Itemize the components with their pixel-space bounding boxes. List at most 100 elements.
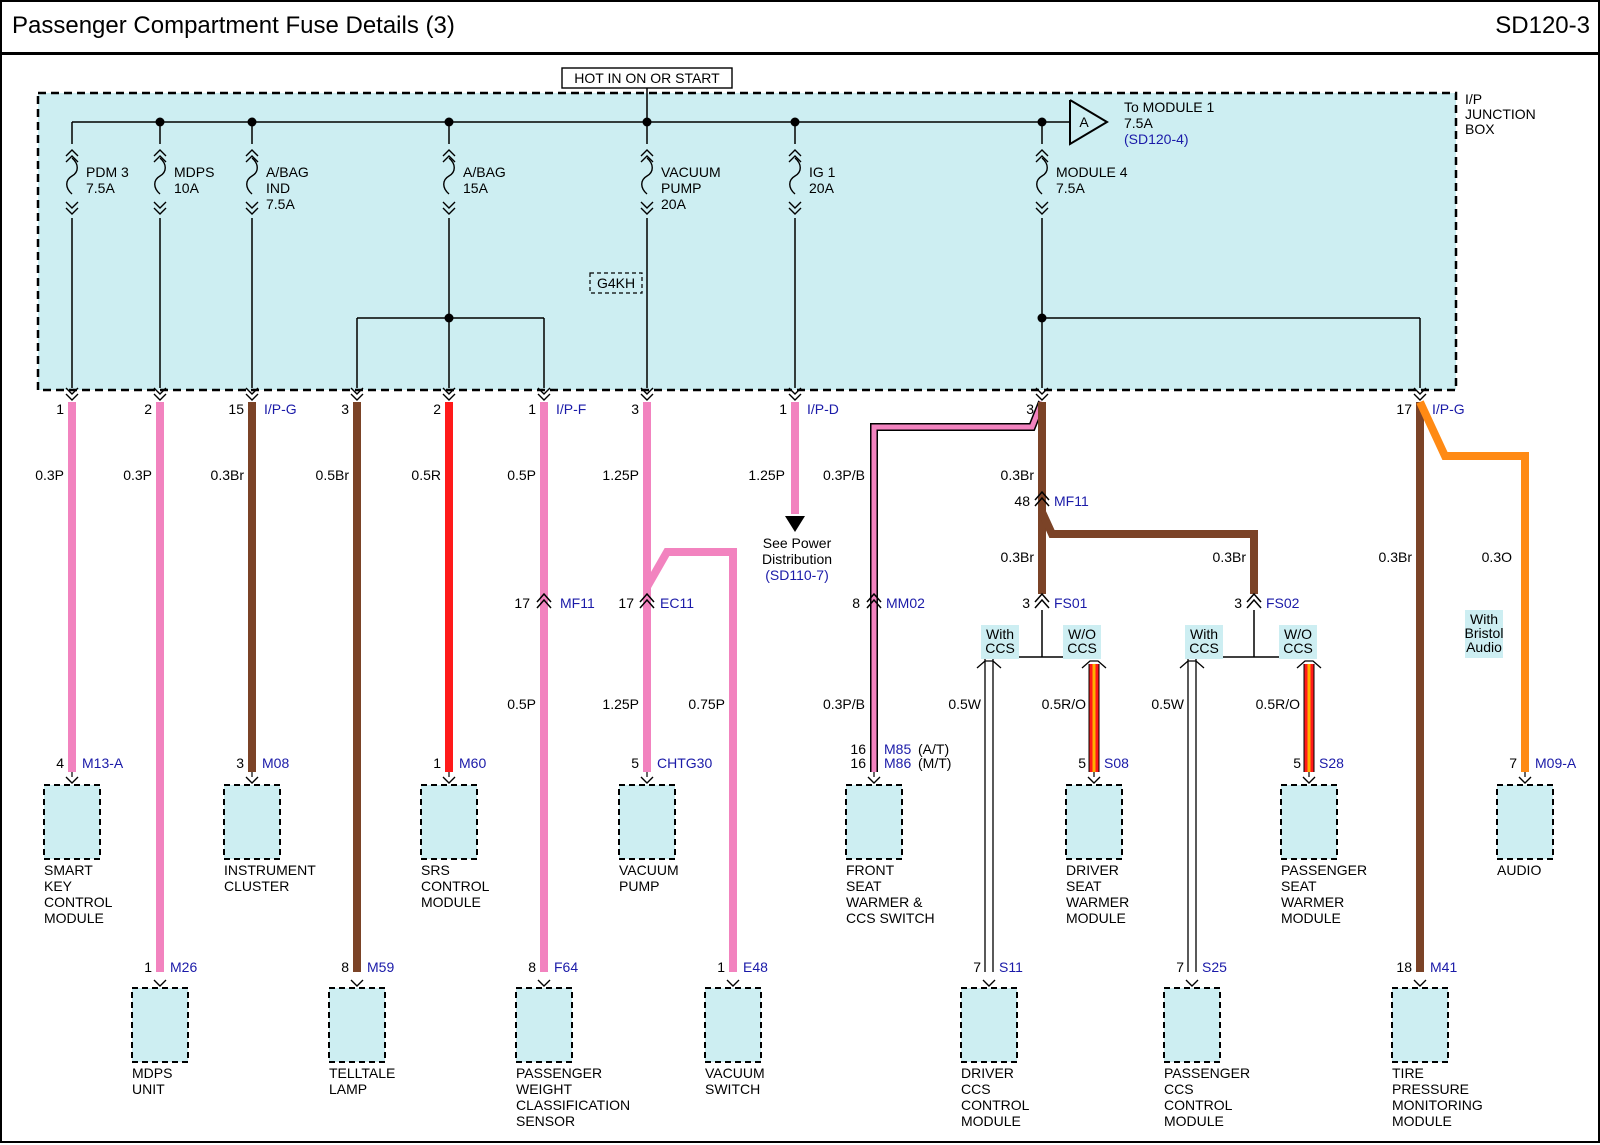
splice-mm02 — [866, 598, 882, 609]
component-pin-number: 7 — [973, 959, 981, 975]
fuse-4-chevron — [640, 149, 654, 157]
fuse-2-element — [246, 157, 258, 195]
fuse-3-chevron — [442, 149, 456, 157]
component-pin-number: 1 — [144, 959, 152, 975]
option-bristol-audio-bg — [1465, 610, 1503, 658]
component-name: TIRE — [1392, 1065, 1424, 1081]
hot-in-label: HOT IN ON OR START — [574, 70, 720, 86]
splice-ec11 — [639, 598, 655, 609]
splice-name: MF11 — [560, 595, 595, 611]
fuse-label: 10A — [174, 180, 200, 196]
component-suffix: (A/T) — [918, 741, 949, 757]
fuse-2-chevron — [245, 149, 259, 157]
component-name: CONTROL — [44, 894, 113, 910]
splice-name: MF11 — [1054, 493, 1089, 509]
component-pin-number: 3 — [236, 755, 244, 771]
ip-connector-pin — [1035, 393, 1049, 401]
splice-fs01 — [1034, 592, 1050, 603]
ip-connector-name: I/P-F — [556, 401, 586, 417]
fuse-4-chevron — [640, 201, 654, 209]
component-pin — [1302, 776, 1316, 784]
splice-mm02 — [866, 592, 882, 603]
fuse-5-chevron — [788, 207, 802, 215]
component-pin-number: 4 — [56, 755, 64, 771]
ip-connector-pin — [65, 393, 79, 401]
junction-box-label: I/P — [1465, 91, 1482, 107]
wire-label: 0.3Br — [1379, 549, 1413, 565]
option-with-ccs-bg — [1185, 625, 1223, 659]
component-connector: F64 — [554, 959, 578, 975]
fuse-1-chevron — [153, 207, 167, 215]
component-name: SEAT — [1066, 878, 1102, 894]
component-name: WARMER & — [846, 894, 923, 910]
fuse-label: A/BAG — [463, 164, 506, 180]
see-power-label: Distribution — [762, 551, 832, 567]
component-name: PASSENGER — [1281, 862, 1367, 878]
component-name: CCS — [961, 1081, 991, 1097]
fuse-2-chevron — [245, 207, 259, 215]
component-name: CLUSTER — [224, 878, 289, 894]
component-box — [704, 987, 762, 1063]
ip-pin-number: 2 — [144, 401, 152, 417]
wire-label: 0.5Br — [316, 467, 350, 483]
fuse-6-element — [1036, 157, 1048, 195]
ip-connector-pin — [788, 393, 802, 401]
splice-fs02 — [1246, 592, 1262, 603]
component-pin — [350, 979, 364, 987]
wire-label: 0.3O — [1482, 549, 1512, 565]
component-name: WARMER — [1281, 894, 1344, 910]
fuse-6-chevron — [1035, 207, 1049, 215]
fuse-0-chevron — [65, 149, 79, 157]
component-pin — [153, 979, 167, 987]
component-name: MODULE — [1392, 1113, 1452, 1129]
fuse-label: IND — [266, 180, 290, 196]
component-name: AUDIO — [1497, 862, 1541, 878]
fuse-label: A/BAG — [266, 164, 309, 180]
wire-pb-stripe — [870, 400, 1046, 772]
ip-connector-pin — [442, 387, 456, 395]
component-box — [1163, 987, 1221, 1063]
wire-label: 0.75P — [688, 696, 725, 712]
component-pin-number: 7 — [1509, 755, 1517, 771]
component-pin — [1518, 776, 1532, 784]
wire-pb — [871, 401, 1045, 772]
fuse-4-chevron — [640, 207, 654, 215]
component-name: MONITORING — [1392, 1097, 1483, 1113]
component-connector: M41 — [1430, 959, 1457, 975]
splice-name: FS02 — [1266, 595, 1300, 611]
ip-connector-pin — [350, 387, 364, 395]
ip-pin-number: 3 — [1026, 401, 1034, 417]
component-pin — [640, 776, 654, 784]
component-connector: M60 — [459, 755, 486, 771]
component-box — [420, 784, 478, 860]
component-name: CLASSIFICATION — [516, 1097, 630, 1113]
fuse-label: 7.5A — [266, 196, 295, 212]
component-name: SMART — [44, 862, 93, 878]
component-pin — [1185, 979, 1199, 987]
ip-pin-number: 2 — [433, 401, 441, 417]
ip-connector-pin — [153, 393, 167, 401]
component-pin-number: 16 — [850, 755, 866, 771]
fuse-3-chevron — [442, 207, 456, 215]
fuse-1-chevron — [153, 201, 167, 209]
option-wo-ccs: CCS — [1283, 640, 1313, 656]
component-name: TELLTALE — [329, 1065, 395, 1081]
fuse-5-chevron — [788, 155, 802, 163]
to-module-amp: 7.5A — [1124, 115, 1153, 131]
fuse-3-chevron — [442, 155, 456, 163]
fuse-4-element — [641, 157, 653, 195]
component-connector: M85 — [884, 741, 911, 757]
fuse-0-element — [66, 157, 78, 195]
component-pin-number: 5 — [1293, 755, 1301, 771]
wire-label: 0.3Br — [1001, 467, 1035, 483]
fuse-label: 15A — [463, 180, 489, 196]
component-box — [1065, 784, 1123, 860]
ip-connector-pin — [153, 387, 167, 395]
option-with-ccs: CCS — [1189, 640, 1219, 656]
splice-name: MM02 — [886, 595, 925, 611]
option-bristol-audio: Bristol — [1465, 625, 1504, 641]
component-pin — [1413, 979, 1427, 987]
see-power-arrow — [785, 516, 805, 532]
component-box — [1496, 784, 1554, 860]
wire-label: 0.3P — [123, 467, 152, 483]
